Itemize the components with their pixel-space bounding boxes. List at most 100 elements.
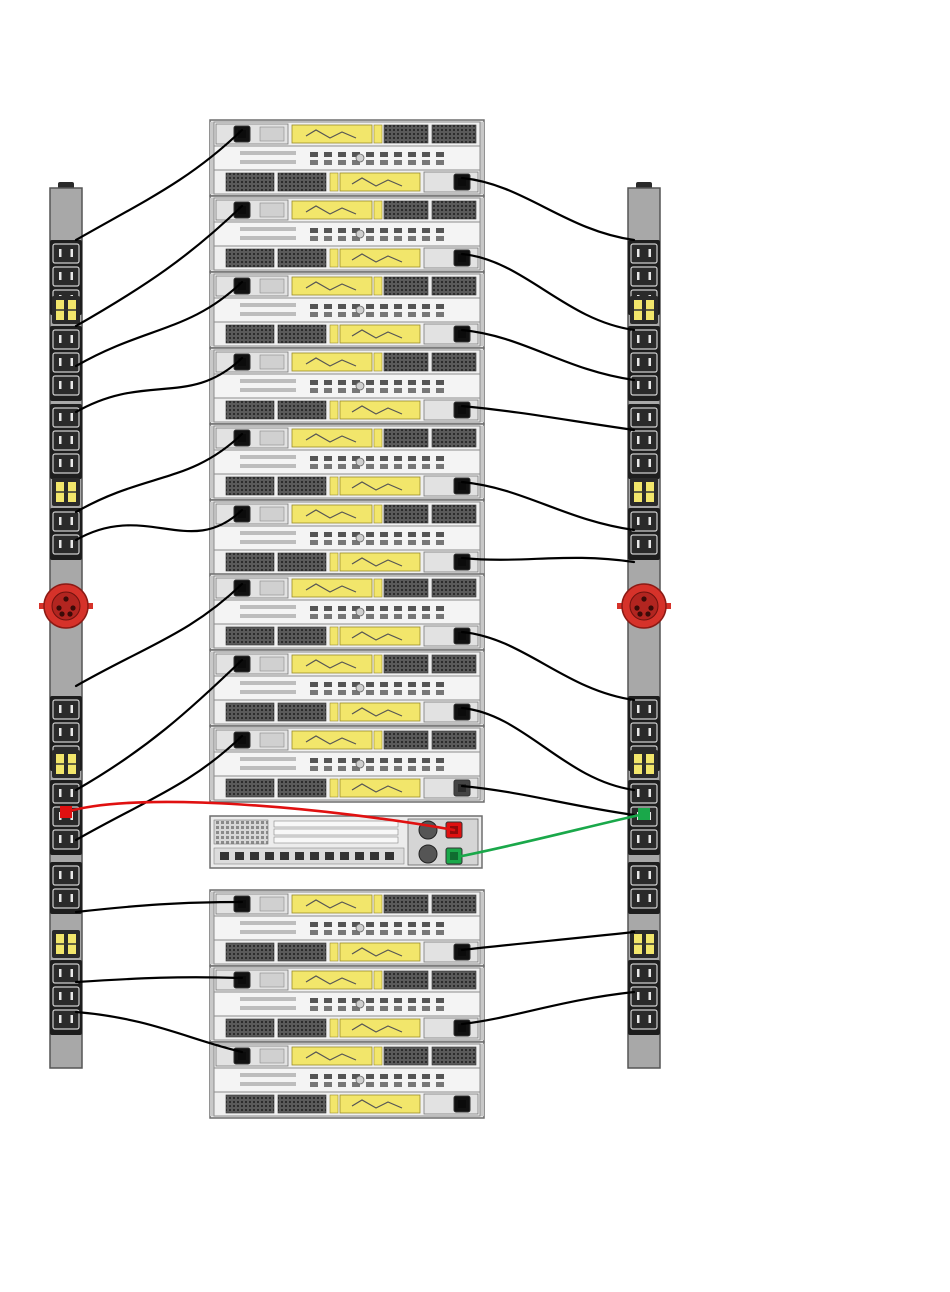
power-cable	[462, 178, 634, 240]
outlet-group	[50, 404, 82, 479]
outlet-icon	[631, 376, 657, 395]
outlet-icon	[631, 784, 657, 803]
outlet-icon	[631, 964, 657, 983]
outlet-icon	[53, 700, 79, 719]
outlet-group	[628, 404, 660, 479]
controller-server	[210, 816, 482, 868]
plug-red	[60, 806, 72, 818]
outlet-icon	[631, 723, 657, 742]
outlet-icon	[53, 964, 79, 983]
breaker-switch-icon	[52, 296, 80, 324]
disk-enclosure	[210, 120, 484, 196]
pdu-right	[617, 182, 671, 1068]
outlet-icon	[53, 866, 79, 885]
power-port-icon	[446, 848, 462, 864]
disk-enclosure	[210, 1042, 484, 1118]
disk-enclosure	[210, 966, 484, 1042]
outlet-icon	[53, 330, 79, 349]
disk-enclosure	[210, 272, 484, 348]
outlet-icon	[53, 987, 79, 1006]
power-port-icon	[454, 944, 470, 960]
outlet-icon	[631, 267, 657, 286]
disk-enclosure	[210, 348, 484, 424]
power-cable	[462, 330, 634, 380]
power-cable	[462, 932, 634, 950]
outlet-icon	[53, 408, 79, 427]
outlet-icon	[631, 866, 657, 885]
disk-enclosure	[210, 650, 484, 726]
disk-enclosure	[210, 424, 484, 500]
outlet-icon	[631, 244, 657, 263]
power-port-icon	[454, 326, 470, 342]
outlet-icon	[631, 889, 657, 908]
outlet-icon	[53, 267, 79, 286]
outlet-group	[50, 326, 82, 401]
power-cable	[462, 632, 634, 700]
breaker-switch-icon	[52, 930, 80, 958]
outlet-group	[628, 508, 660, 560]
outlet-icon	[53, 376, 79, 395]
pdu-left	[39, 182, 93, 1068]
power-cable	[462, 558, 634, 562]
power-port-icon	[454, 174, 470, 190]
disk-enclosure	[210, 500, 484, 576]
outlet-icon	[631, 830, 657, 849]
outlet-group	[50, 508, 82, 560]
power-port-icon	[234, 896, 250, 912]
power-port-icon	[234, 972, 250, 988]
outlet-icon	[631, 1010, 657, 1029]
disk-enclosure	[210, 574, 484, 650]
outlet-group	[628, 960, 660, 1035]
outlet-icon	[53, 535, 79, 554]
power-cable-green	[462, 814, 644, 856]
power-cable	[462, 254, 634, 330]
power-port-icon	[454, 1096, 470, 1112]
outlet-icon	[631, 454, 657, 473]
power-port-icon	[454, 554, 470, 570]
outlet-icon	[631, 431, 657, 450]
power-cable	[462, 406, 634, 430]
power-cable	[462, 708, 634, 790]
outlet-icon	[631, 700, 657, 719]
outlet-icon	[631, 330, 657, 349]
outlet-group	[50, 862, 82, 914]
outlet-icon	[631, 987, 657, 1006]
power-port-icon	[454, 704, 470, 720]
power-port-icon	[454, 478, 470, 494]
outlet-icon	[631, 408, 657, 427]
outlet-group	[50, 960, 82, 1035]
outlet-icon	[53, 512, 79, 531]
outlet-icon	[631, 512, 657, 531]
outlet-icon	[53, 1010, 79, 1029]
breaker-switch-icon	[630, 930, 658, 958]
outlet-icon	[631, 353, 657, 372]
power-port-icon	[454, 402, 470, 418]
power-cable	[462, 992, 634, 1024]
outlet-icon	[53, 889, 79, 908]
power-cable	[462, 482, 634, 530]
breaker-switch-icon	[630, 478, 658, 506]
power-port-icon	[454, 628, 470, 644]
disk-enclosure	[210, 196, 484, 272]
outlet-group	[628, 326, 660, 401]
outlet-icon	[53, 784, 79, 803]
power-port-icon	[454, 250, 470, 266]
outlet-icon	[53, 431, 79, 450]
outlet-icon	[53, 454, 79, 473]
breaker-switch-icon	[52, 750, 80, 778]
power-cable	[462, 786, 634, 815]
breaker-switch-icon	[630, 296, 658, 324]
outlet-group	[628, 862, 660, 914]
power-port-icon	[454, 780, 470, 796]
disk-enclosure	[210, 726, 484, 802]
breaker-switch-icon	[52, 478, 80, 506]
disk-enclosure	[210, 890, 484, 966]
outlet-icon	[53, 353, 79, 372]
outlet-icon	[53, 244, 79, 263]
breaker-icon	[617, 584, 671, 628]
outlet-icon	[53, 723, 79, 742]
breaker-icon	[39, 584, 93, 628]
plug-green	[638, 808, 650, 820]
device-layer	[210, 120, 484, 1118]
